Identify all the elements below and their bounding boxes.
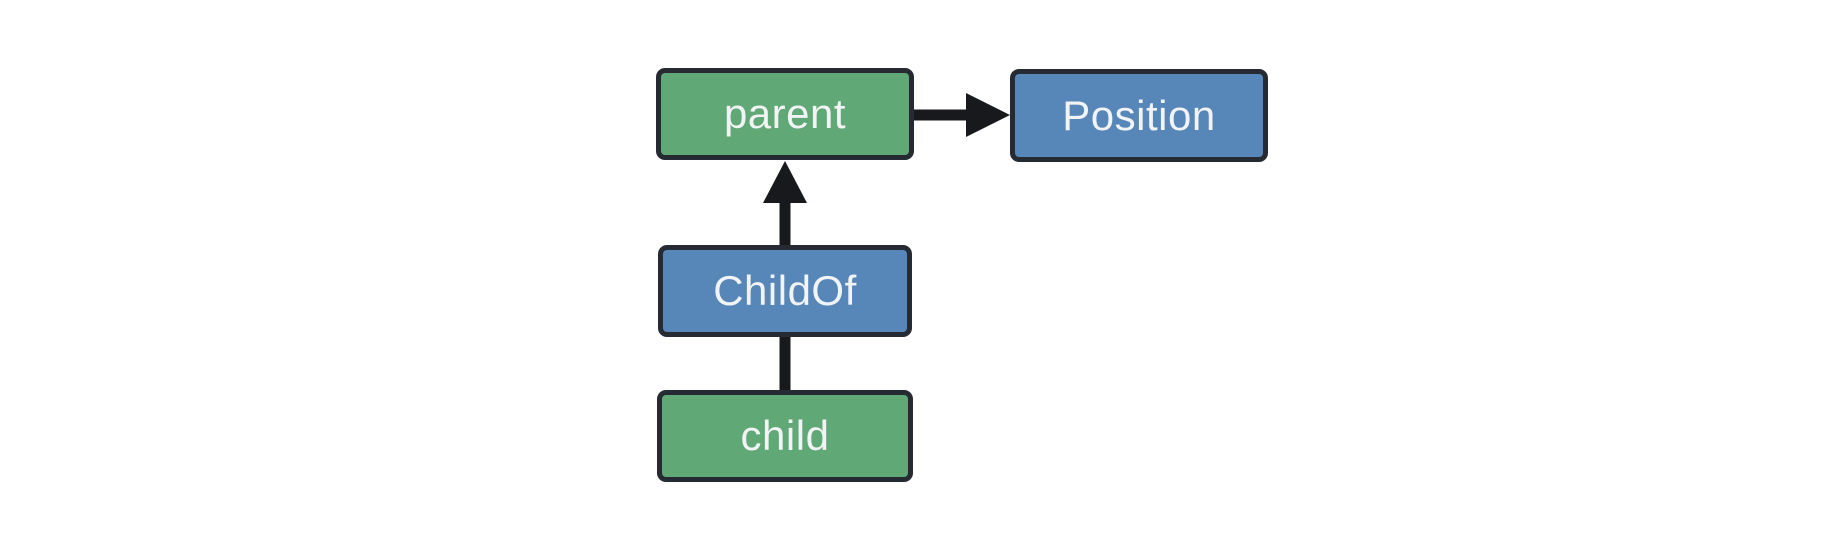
node-parent-label: parent <box>723 90 847 137</box>
node-childof-label: ChildOf <box>713 267 857 314</box>
arrowhead-right-icon <box>966 93 1010 137</box>
node-parent: parent <box>656 68 914 160</box>
edge-childof-to-parent <box>763 161 807 245</box>
edge-parent-to-position <box>914 93 1010 137</box>
node-position: Position <box>1010 69 1268 162</box>
node-position-label: Position <box>1062 91 1216 139</box>
node-childof: ChildOf <box>658 245 912 337</box>
node-child-label: child <box>740 412 830 459</box>
arrowhead-up-icon <box>763 161 807 203</box>
node-child: child <box>657 390 913 482</box>
